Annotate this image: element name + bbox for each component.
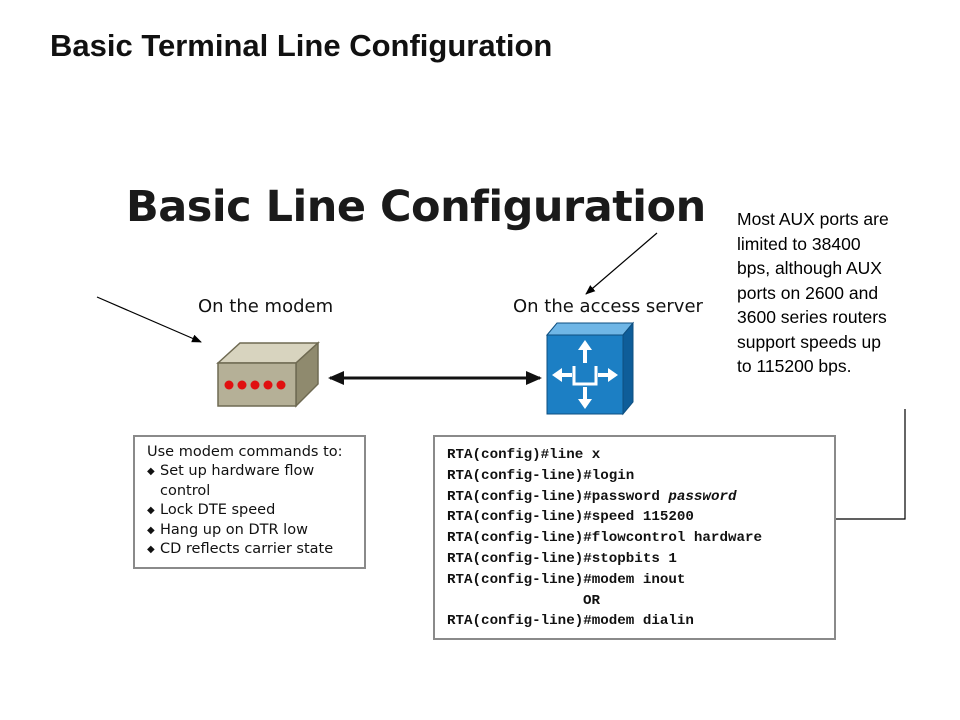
modem-commands-box: Use modem commands to: Set up hardware f… [133, 435, 366, 569]
list-item: Hang up on DTR low [147, 521, 356, 541]
aux-port-note: Most AUX ports are limited to 38400 bps,… [737, 207, 952, 379]
cli-commands-box: RTA(config)#line x RTA(config-line)#logi… [433, 435, 836, 640]
note-line: support speeds up [737, 331, 881, 352]
cli-line: RTA(config-line)#stopbits 1 [447, 550, 677, 567]
note-line: bps, although AUX [737, 258, 882, 278]
note-line: limited to 38400 [737, 233, 861, 254]
password-arg: password [668, 488, 737, 505]
list-item-continuation: control [160, 482, 211, 499]
diagram-heading: Basic Line Configuration [126, 182, 706, 232]
server-pointer-arrow [585, 232, 658, 295]
list-item: Lock DTE speed [147, 501, 356, 521]
note-line: Most AUX ports are [737, 209, 889, 229]
cli-line: RTA(config)#line x [447, 447, 601, 463]
modem-icon [216, 341, 320, 408]
note-line: to 115200 bps. [737, 356, 852, 376]
list-item: CD reflects carrier state [147, 540, 356, 560]
cli-line: RTA(config-line)#flowcontrol hardware [447, 530, 763, 547]
cli-line: RTA(config-line)#modem inout [447, 571, 686, 588]
cli-line: RTA(config-line)#speed 115200 [447, 509, 694, 526]
cli-line: RTA(config-line)#login [447, 467, 635, 484]
modem-commands-heading: Use modem commands to: [147, 444, 343, 460]
modem-label: On the modem [198, 296, 334, 317]
access-server-label: On the access server [513, 296, 703, 317]
modem-commands-list: Set up hardware flow control Lock DTE sp… [147, 462, 356, 560]
cli-or: OR [583, 592, 601, 609]
cli-line: RTA(config-line)#modem dialin [447, 613, 694, 630]
cli-line: RTA(config-line)#password password [447, 488, 737, 505]
slide-title: Basic Terminal Line Configuration [50, 28, 553, 63]
note-line: ports on 2600 and [737, 282, 879, 303]
modem-pointer-arrow [96, 296, 202, 343]
list-item: Set up hardware flow [147, 462, 356, 482]
access-server-icon [545, 321, 635, 416]
note-line: 3600 series routers [737, 307, 887, 327]
